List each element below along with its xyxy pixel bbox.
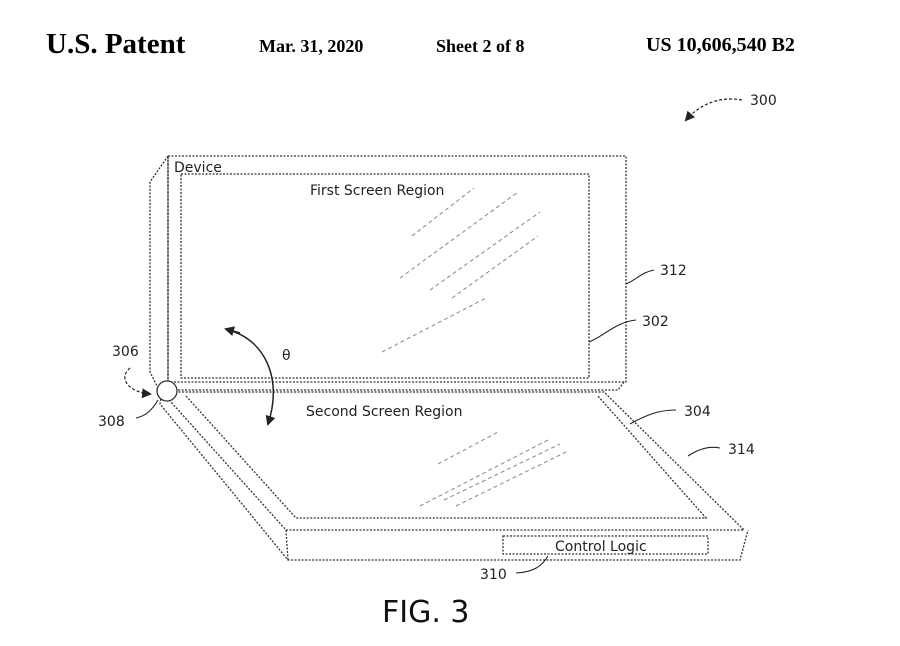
ref-300: 300 [750,93,777,109]
device-label: Device [174,160,222,176]
ref-306: 306 [112,344,139,360]
ref-314: 314 [728,442,755,458]
second-screen-region-label: Second Screen Region [306,404,462,420]
ref-308-leader [135,399,159,419]
ref-312-leader [625,269,655,285]
sheet-number: Sheet 2 of 8 [436,36,525,56]
ref-308: 308 [98,414,125,430]
ref-310-leader [515,555,549,574]
theta-label: θ [282,348,291,364]
hinge-308 [156,380,178,402]
ref-310: 310 [480,567,507,583]
ref-304-leader [629,409,677,425]
second-housing-314 [159,381,749,561]
first-screen-glare [381,187,541,353]
ref-314-leader [687,446,721,457]
ref-302: 302 [642,314,669,330]
ref-302-leader [588,319,637,343]
ref-306-leader [124,367,152,399]
first-housing-312 [149,155,627,393]
patent-number: US 10,606,540 B2 [646,34,795,56]
rotation-angle-arrow [224,326,276,426]
ref-312: 312 [660,263,687,279]
control-logic-label: Control Logic [555,539,647,555]
figure-caption: FIG. 3 [382,595,470,630]
patent-date: Mar. 31, 2020 [259,36,364,56]
ref-304: 304 [684,404,711,420]
first-screen-region-label: First Screen Region [310,183,444,199]
second-screen-glare [419,431,567,507]
patent-label: U.S. Patent [46,28,186,60]
ref-300-leader [684,98,743,122]
